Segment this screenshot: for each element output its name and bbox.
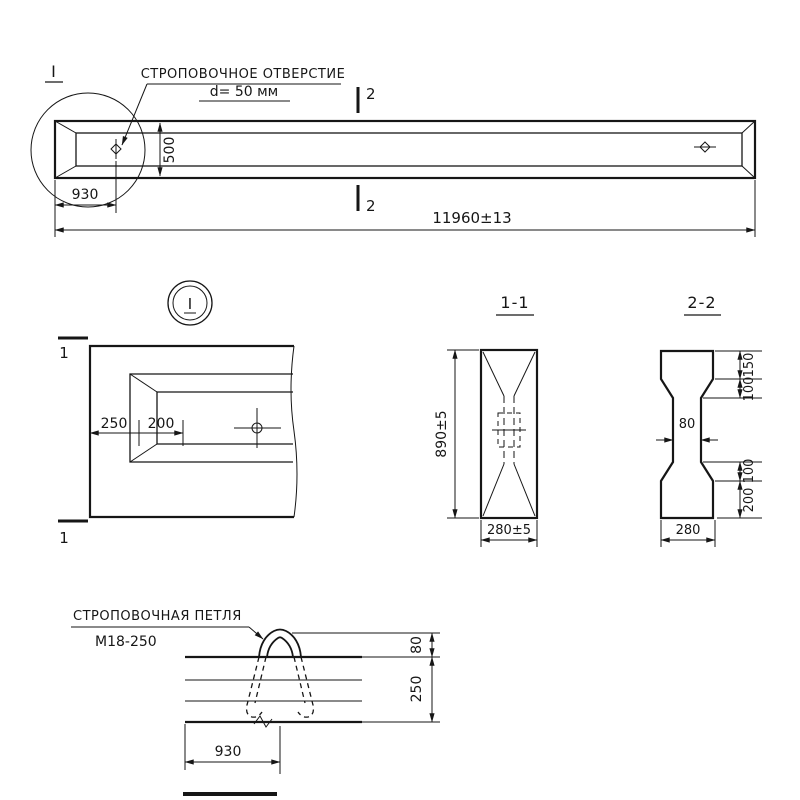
- recess-slope-line: [129, 373, 158, 393]
- detail-callout-circle-inner: [172, 285, 208, 321]
- inner-slope-line: [482, 351, 505, 397]
- loop-leg-hidden: [245, 656, 263, 718]
- dim-100-top-value: 100: [742, 377, 757, 402]
- sling-hole-icon: [110, 143, 122, 155]
- section-1-1-title: 1-1: [500, 293, 529, 312]
- section-1-label-bottom: 1: [59, 529, 69, 547]
- dim-80-value: 80: [409, 636, 425, 654]
- chamfer-line: [741, 165, 756, 179]
- inner-slope-line: [513, 463, 536, 517]
- loop-leg-hidden: [297, 656, 315, 718]
- section-2-2-outline: [659, 349, 715, 520]
- sling-loop-detail: СТРОПОВОЧНАЯ ПЕТЛЯ М18-250 80 250 930: [71, 609, 440, 796]
- dim-930-value: 930: [215, 744, 242, 760]
- note-leader-line: [121, 83, 148, 146]
- loop-leg-hidden: [254, 656, 267, 704]
- chamfer-line: [54, 165, 77, 179]
- inner-slope-line: [513, 351, 536, 397]
- dim-100-bottom-value: 100: [742, 459, 757, 484]
- dim-280-value: 280: [676, 523, 701, 538]
- detail-mark-label: I: [51, 62, 57, 81]
- dim-150-value: 150: [742, 353, 757, 378]
- break-line: [290, 345, 298, 518]
- sling-hole-icon: [699, 141, 711, 153]
- hole-note-line1: СТРОПОВОЧНОЕ ОТВЕРСТИЕ: [141, 67, 346, 82]
- inner-slope-line: [482, 463, 505, 517]
- loop-inner-wire: [266, 636, 294, 658]
- dim-200-value: 200: [742, 488, 757, 513]
- section-1-1: 1-1 890±5 280±5: [434, 293, 539, 547]
- recess-inner-edge: [156, 391, 293, 445]
- recess-slope-line: [129, 443, 158, 463]
- dim-250-value: 250: [409, 676, 425, 703]
- loop-outer-wire: [258, 628, 302, 658]
- detail-view: I 1 1 250 200: [58, 280, 298, 547]
- dim-280-value: 280±5: [487, 523, 531, 538]
- dim-930-value: 930: [72, 187, 99, 203]
- hidden-hole-outline: [497, 412, 521, 448]
- recess-outer-edge: [129, 373, 293, 463]
- dim-length-value: 11960±13: [432, 209, 511, 227]
- dim-200-value: 200: [148, 416, 175, 432]
- chamfer-line: [54, 120, 77, 134]
- section-2-2-title: 2-2: [687, 293, 716, 312]
- break-mark: [253, 715, 273, 728]
- hole-note-line2: d= 50 мм: [210, 84, 278, 100]
- loop-leg-hidden: [293, 656, 306, 704]
- dim-890-value: 890±5: [434, 410, 450, 457]
- detail-callout-circle-outer: [167, 280, 213, 326]
- section-2-2: 2-2 150 100 100 200 80 280: [656, 293, 762, 547]
- detail-callout-mark: I: [188, 295, 192, 313]
- beam-inner-edge: [75, 132, 743, 167]
- section-1-1-outline: [479, 348, 539, 520]
- plan-view: I СТРОПОВОЧНОЕ ОТВЕРСТИЕ d= 50 мм 2 2 93…: [30, 62, 757, 237]
- dim-250-value: 250: [101, 416, 128, 432]
- section-1-label-top: 1: [59, 344, 69, 362]
- beam-outline: [53, 119, 757, 180]
- section-2-label-bottom: 2: [366, 197, 376, 215]
- loop-note-line2: М18-250: [95, 634, 157, 650]
- section-2-label-top: 2: [366, 85, 376, 103]
- note-leader-line: [248, 626, 264, 640]
- chamfer-line: [741, 120, 756, 134]
- dim-500-value: 500: [162, 137, 178, 164]
- loop-note-line1: СТРОПОВОЧНАЯ ПЕТЛЯ: [73, 609, 242, 624]
- dim-80-value: 80: [679, 417, 696, 432]
